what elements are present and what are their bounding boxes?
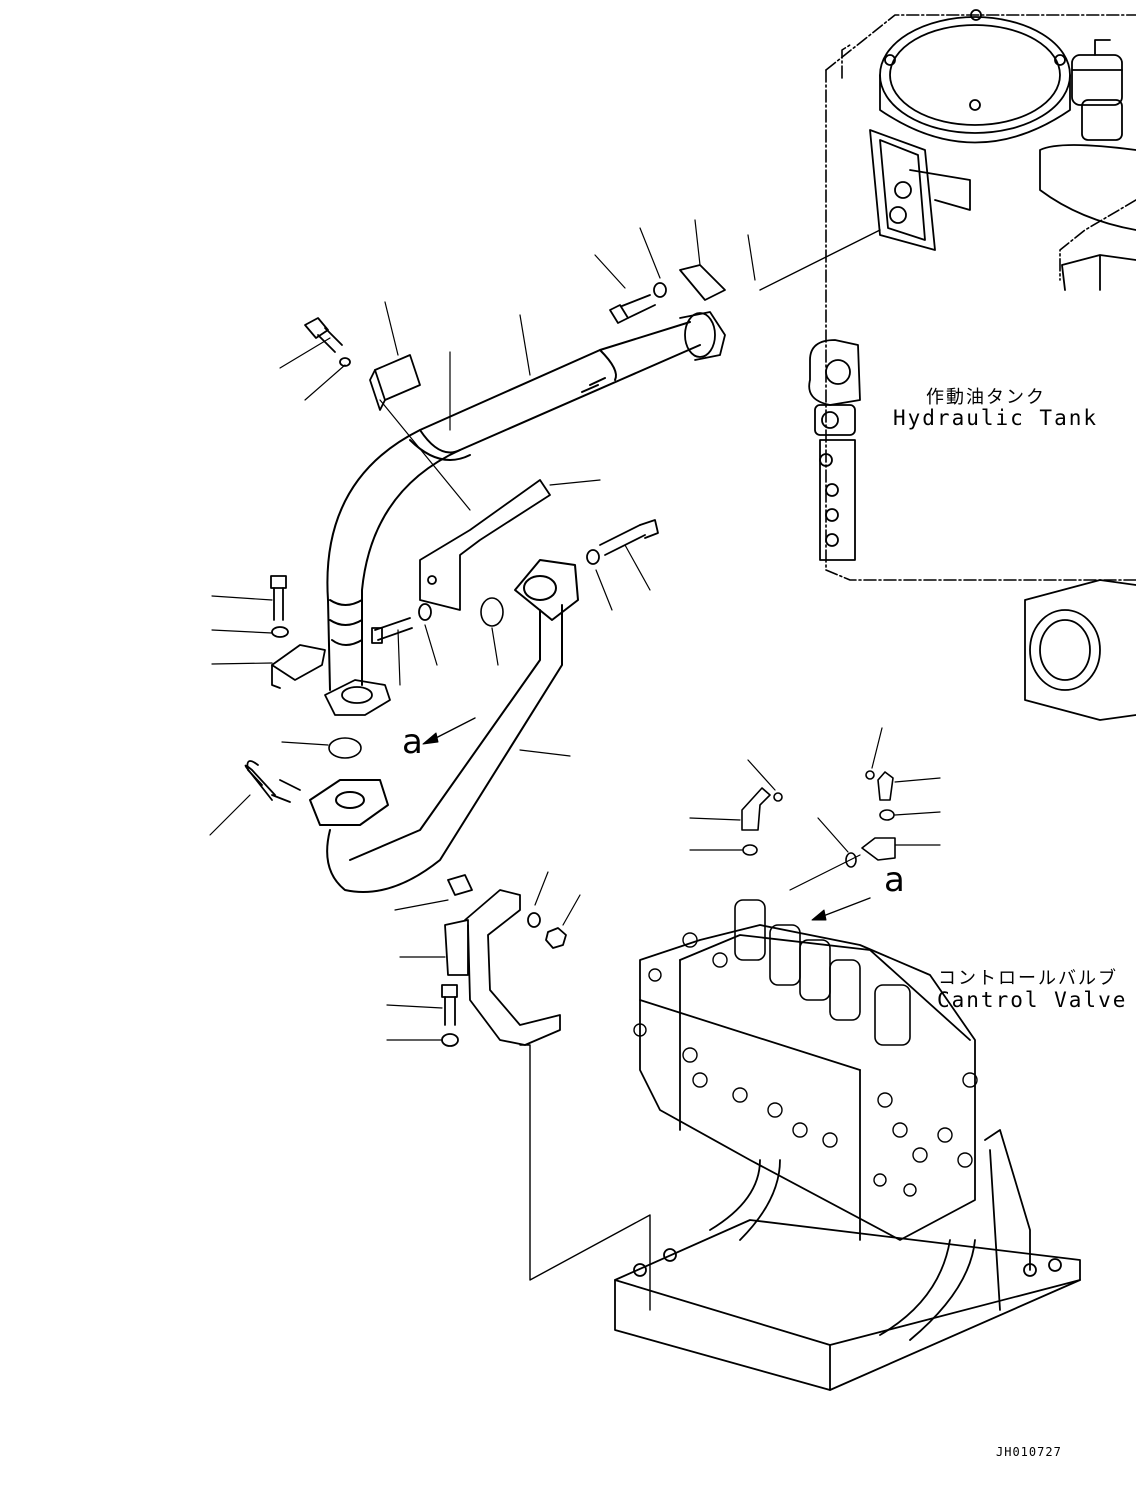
- tank-gauge-column: [808, 339, 861, 561]
- control-valve-ports: [633, 932, 978, 1197]
- hose-top-fitting: [679, 264, 726, 361]
- support-ref-line: [519, 1044, 651, 1311]
- ref-arrowhead-left: [422, 732, 439, 745]
- ref-arrowhead-right: [811, 909, 827, 921]
- nut-washer: [527, 912, 567, 949]
- split-flange-left: [271, 644, 326, 689]
- tank-bracket-right: [1039, 144, 1136, 291]
- pipe-support-bracket: [444, 889, 561, 1046]
- control-valve-spools: [734, 899, 911, 1046]
- valve-label-en: Cantrol Valve: [937, 988, 1128, 1012]
- hose-clamp-upper: [369, 354, 421, 411]
- ref-arrow-right: [817, 897, 871, 919]
- ref-label-right: a: [884, 860, 905, 900]
- ref-label-left: a: [402, 722, 423, 762]
- hydraulic-tank-outline: [825, 14, 1136, 581]
- bolt-pipe-top: [586, 519, 659, 565]
- elbow-fitting: [741, 787, 783, 856]
- suction-hose: [326, 321, 701, 691]
- o-ring-lower: [328, 737, 362, 759]
- bolt-left: [270, 575, 289, 638]
- control-valve-body: [639, 924, 976, 1241]
- tank-side-port: [1024, 579, 1136, 721]
- bolt-mid: [371, 603, 432, 644]
- hose-bottom-flange: [324, 679, 391, 716]
- tank-suction-flange: [869, 129, 971, 251]
- tank-label-ja: 作動油タンク: [926, 387, 1046, 408]
- o-ring-pipe: [480, 597, 504, 627]
- control-valve-stand: [614, 1129, 1081, 1391]
- u-bolt: [244, 760, 301, 803]
- tee-fitting: [845, 770, 896, 868]
- bolt-upper-left: [304, 317, 351, 367]
- drawing-code: JH010727: [996, 1445, 1062, 1459]
- tank-cover: [879, 9, 1071, 144]
- valve-label-ja: コントロールバルブ: [938, 968, 1118, 989]
- tank-label-en: Hydraulic Tank: [893, 406, 1099, 430]
- bolt-top: [609, 282, 667, 324]
- bolt-bracket: [441, 984, 459, 1047]
- delivery-pipe: [309, 559, 579, 893]
- hose-bracket: [419, 479, 551, 611]
- tank-breather-fitting: [1071, 39, 1123, 141]
- pipe-clip: [447, 874, 473, 896]
- leader-lines: [209, 219, 941, 1041]
